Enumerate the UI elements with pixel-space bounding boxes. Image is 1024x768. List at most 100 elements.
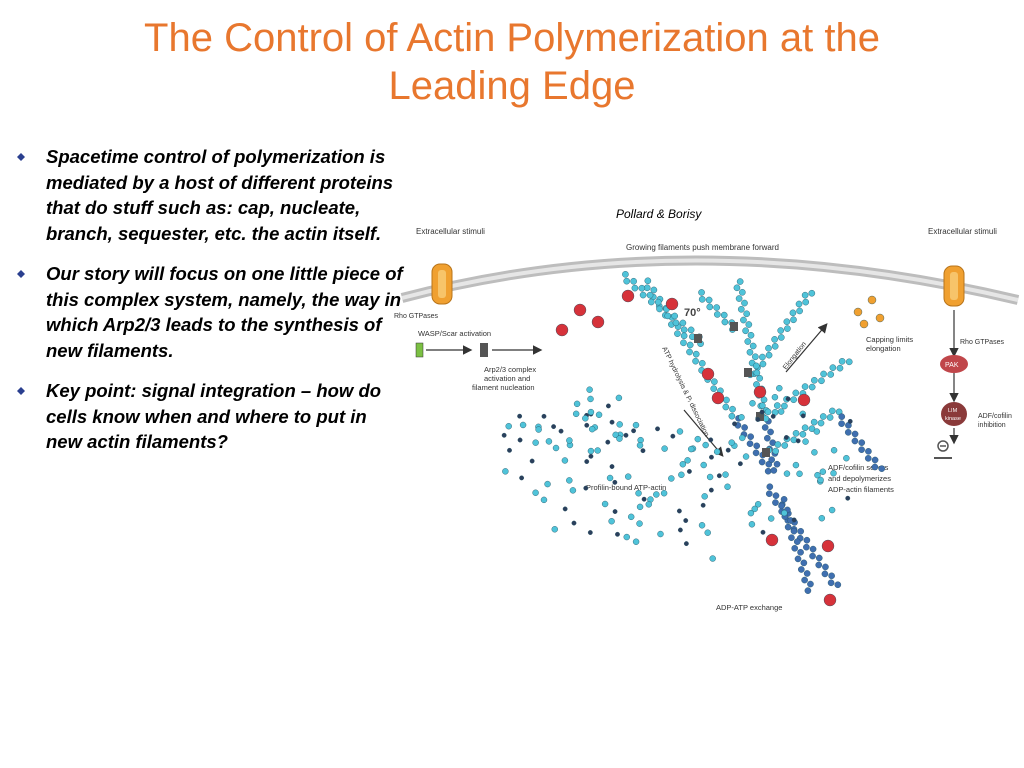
angle-label: 70° [684,307,701,319]
actin-subunit [829,407,836,415]
actin-subunit [851,437,859,445]
actin-monomer [606,474,614,482]
actin-monomer [595,411,603,418]
actin-subunit [829,364,837,371]
actin-monomer [544,480,551,488]
actin-subunit [793,538,801,545]
actin-subunit [799,430,807,438]
actin-subunit [680,339,687,347]
actin-subunit [740,316,747,324]
actin-subunit [827,371,835,378]
actin-monomer [830,470,837,477]
actin-subunit [771,343,779,350]
actin-subunit [791,545,799,552]
actin-monomer [679,461,687,468]
actin-monomer [704,529,711,536]
actin-monomer [558,428,564,434]
actin-subunit [777,327,785,334]
actin-monomer [795,438,801,444]
actin-subunit [826,414,834,421]
actin-monomer [616,435,623,442]
actin-subunit [828,572,835,580]
actin-monomer [732,421,737,427]
actin-subunit [772,447,779,455]
actin-monomer [583,485,589,491]
lim-kinase-icon: LIM kinase [941,402,967,426]
bullet-text: Our story will focus on one little piece… [46,263,403,361]
actin-subunit [692,357,699,365]
actin-monomer [683,518,689,523]
actin-monomer [615,394,623,402]
actin-monomer [640,448,646,454]
actin-subunit [801,576,808,584]
actin-monomer [811,449,818,456]
actin-subunit [692,350,700,358]
actin-subunit [802,298,810,306]
actin-subunit [801,383,809,390]
cell-membrane-inner [401,258,1019,302]
pak-label: PAK [945,362,959,369]
actin-subunit [747,331,755,339]
actin-monomer [748,521,756,528]
actin-monomer [582,415,589,422]
actin-monomer [636,442,644,449]
actin-subunit [796,307,803,315]
actin-subunit [809,545,817,553]
actin-subunit [784,523,792,531]
actin-monomer [566,437,573,444]
actin-subunit [739,289,746,296]
diamond-bullet-icon [17,270,25,278]
actin-monomer [594,447,601,454]
actin-subunit [674,330,681,337]
capping-protein [765,533,779,547]
actin-subunit [773,402,781,409]
actin-monomer [623,533,630,541]
arp23-branch-point [744,368,752,377]
actin-subunit [759,353,766,361]
actin-subunit [865,448,872,455]
actin-subunit [650,286,658,294]
actin-monomer [677,527,683,533]
actin-monomer [628,513,635,521]
actin-subunit [622,271,629,278]
bullet-text: Key point: signal integration – how do c… [46,380,382,452]
actin-monomer [532,439,539,446]
actin-subunit [733,284,741,292]
actin-subunit [871,463,879,471]
actin-monomer [676,428,684,435]
actin-monomer [781,509,788,517]
actin-monomer [830,447,838,454]
actin-monomer [819,468,827,475]
actin-subunit [698,296,706,303]
capping-protein [821,539,835,553]
actin-subunit [630,277,637,285]
actin-subunit [797,527,805,535]
lim-label-1: LIM [948,408,958,414]
inhibition-icon [934,440,952,459]
actin-monomer [802,438,809,445]
actin-subunit [858,439,866,446]
actin-monomer [587,530,593,535]
credit-label: Pollard & Borisy [616,207,702,221]
actin-subunit [794,555,802,563]
actin-monomer [817,476,824,484]
actin-monomer [792,461,800,469]
extracellular-left-label: Extracellular stimuli [416,227,485,236]
actin-monomer [502,468,509,475]
actin-polymerization-diagram: Pollard & Borisy Extracellular stimuli E… [394,207,1020,612]
actin-subunit [838,358,846,365]
actin-subunit [851,430,859,438]
actin-subunit [735,295,743,302]
actin-subunit [772,492,780,499]
actin-subunit [803,543,810,551]
actin-subunit [705,296,713,304]
actin-subunit [790,316,797,324]
actin-monomer [747,509,755,517]
actin-filament-network [555,271,886,607]
actin-monomer [700,502,706,508]
adf-severs-label-2: and depolymerizes [828,474,891,483]
actin-subunit [741,424,748,431]
arp23-branch-point [730,322,738,331]
actin-monomer [541,413,547,419]
actin-subunit [761,424,769,431]
